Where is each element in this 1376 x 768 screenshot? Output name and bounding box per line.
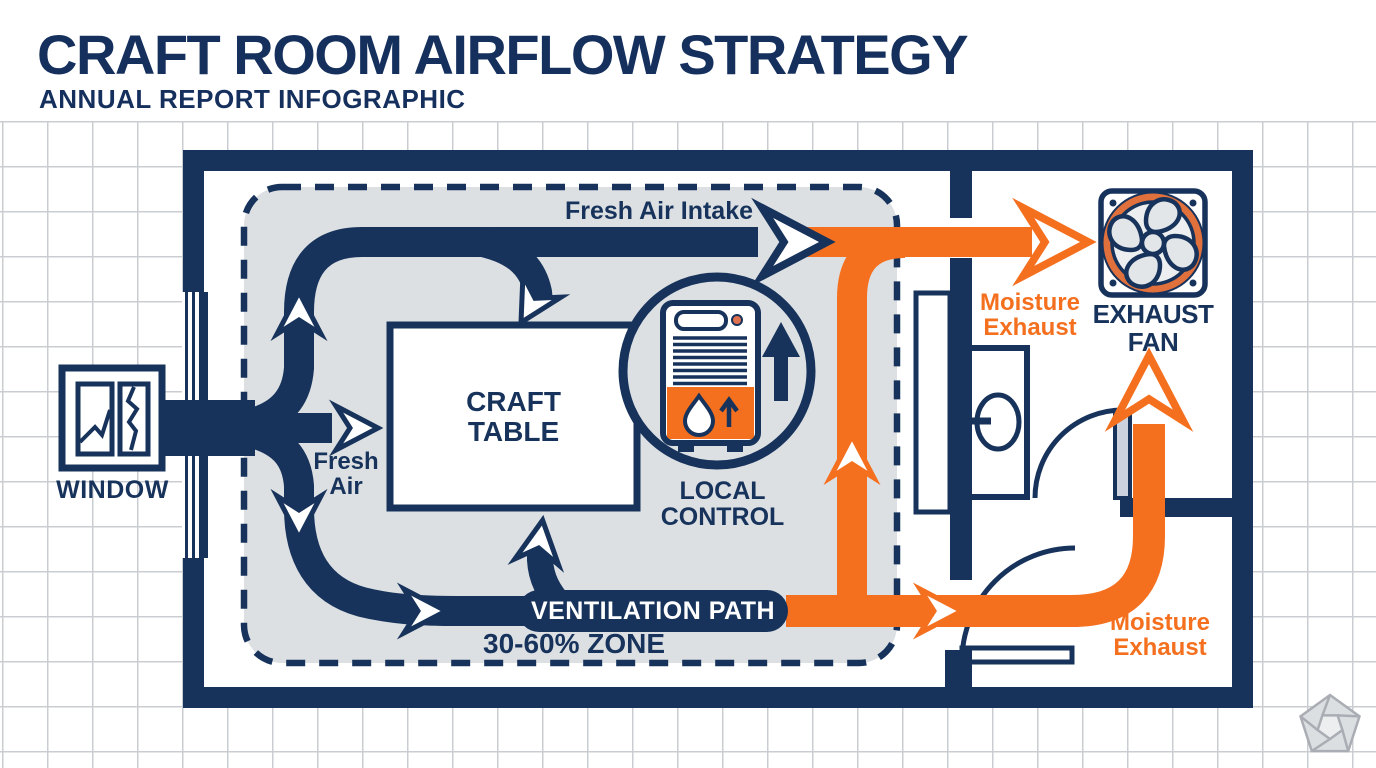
ventilation-path-label: VENTILATION PATH: [530, 596, 776, 625]
inner-wall-mid: [950, 258, 972, 580]
moisture-line1: Moisture: [979, 289, 1080, 316]
side-room-fixtures: [913, 290, 1132, 665]
moisture-line2: Exhaust: [983, 314, 1077, 341]
pentagon-logo-icon: [1299, 693, 1361, 753]
craft-table-rect: [386, 321, 641, 512]
moisture-path-vertical: [837, 228, 906, 614]
door-swing-arc-upper: [1032, 407, 1124, 499]
moisture-line2: Exhaust: [1113, 634, 1207, 661]
up-arrow-icon: [774, 355, 788, 401]
moisture-exhaust-label-bottom: Moisture Exhaust: [1095, 610, 1225, 660]
local-control-line2: CONTROL: [660, 503, 785, 531]
ventilation-path-pill: VENTILATION PATH: [518, 590, 788, 632]
inner-wall-top: [950, 165, 972, 218]
dehumidifier-icon: [618, 272, 816, 470]
moisture-path-bottom: [786, 424, 1165, 627]
moisture-line1: Moisture: [1109, 609, 1210, 636]
exhaust-fan-line2: FAN: [1127, 327, 1179, 357]
window-label: WINDOW: [56, 476, 169, 504]
page-title: CRAFT ROOM AIRFLOW STRATEGY: [37, 23, 969, 86]
local-control-line1: LOCAL: [679, 477, 766, 505]
exhaust-fan-line1: EXHAUST: [1092, 299, 1214, 329]
zone-label: 30-60% ZONE: [483, 628, 666, 659]
fresh-air-label: Fresh Air: [301, 449, 391, 499]
path-down-branch: [244, 417, 525, 626]
local-control-label: LOCAL CONTROL: [635, 478, 810, 530]
fresh-air-paths: [160, 227, 758, 626]
exhaust-fan-icon: [1098, 188, 1208, 298]
window-icon: [58, 364, 166, 472]
craft-table-line2: TABLE: [467, 415, 560, 447]
exhaust-fan-label: EXHAUST FAN: [1090, 300, 1216, 356]
page-subtitle: ANNUAL REPORT INFOGRAPHIC: [39, 84, 466, 114]
fresh-air-line1: Fresh: [313, 448, 379, 475]
craft-table-line1: CRAFT: [466, 385, 561, 417]
door-swing-arc-lower: [959, 545, 1076, 662]
path-down-from-top: [474, 228, 553, 304]
craft-table-label: CRAFT TABLE: [390, 325, 637, 508]
inner-wall-stub: [945, 650, 972, 698]
closet-rect: [913, 290, 953, 515]
moisture-exhaust-label-top: Moisture Exhaust: [965, 290, 1095, 340]
droplet-icon: [682, 392, 716, 437]
fresh-air-intake-label: Fresh Air Intake: [564, 197, 754, 225]
window-duct: [160, 400, 255, 456]
fresh-air-line2: Air: [329, 473, 363, 500]
door-panel-lower: [959, 645, 1075, 665]
